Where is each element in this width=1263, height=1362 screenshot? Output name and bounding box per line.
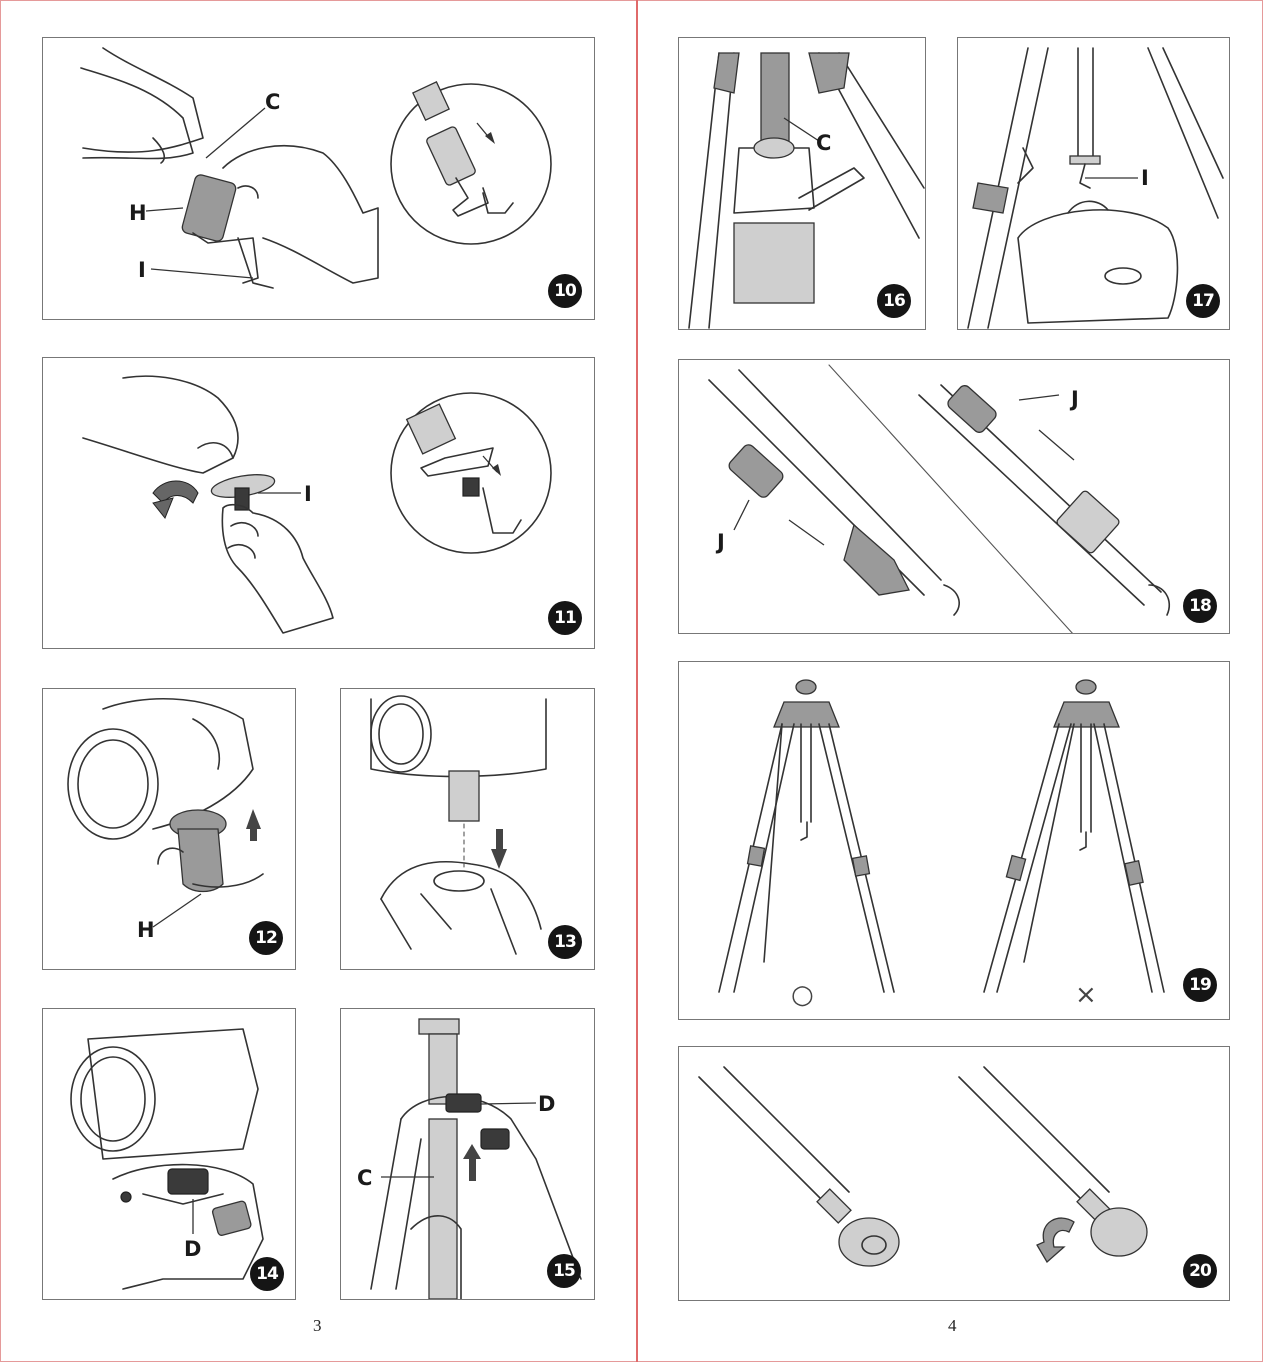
- step-11-badge: 11: [548, 601, 582, 635]
- step-19-panel: ○ × 19: [678, 661, 1230, 1020]
- step-14-badge: 14: [250, 1257, 284, 1291]
- step-20-illustration: [679, 1047, 1230, 1301]
- step-19-badge: 19: [1183, 968, 1217, 1002]
- label-j: J: [1071, 387, 1079, 411]
- step-16-panel: C 16: [678, 37, 926, 330]
- label-d: D: [538, 1092, 555, 1116]
- step-10-panel: C H I 10: [42, 37, 595, 320]
- step-14-illustration: [43, 1009, 296, 1300]
- label-c: C: [357, 1166, 372, 1190]
- label-i: I: [138, 258, 146, 282]
- step-20-panel: 20: [678, 1046, 1230, 1301]
- label-j: J: [717, 530, 725, 554]
- step-10-illustration: [43, 38, 595, 320]
- page-number-left: 3: [313, 1316, 322, 1336]
- step-14-panel: D 14: [42, 1008, 296, 1300]
- step-19-illustration: [679, 662, 1230, 1020]
- label-i: I: [1141, 166, 1149, 190]
- label-h: H: [137, 918, 155, 942]
- page-number-right: 4: [948, 1316, 957, 1336]
- step-16-badge: 16: [877, 284, 911, 318]
- step-17-badge: 17: [1186, 284, 1220, 318]
- step-11-panel: I 11: [42, 357, 595, 649]
- step-12-panel: H 12: [42, 688, 296, 970]
- step-13-panel: 13: [340, 688, 595, 970]
- incorrect-mark: ×: [1075, 980, 1097, 1010]
- step-15-panel: D C 15: [340, 1008, 595, 1300]
- step-11-illustration: [43, 358, 595, 649]
- step-13-badge: 13: [548, 925, 582, 959]
- label-d: D: [184, 1237, 201, 1261]
- step-18-badge: 18: [1183, 589, 1217, 623]
- step-20-badge: 20: [1183, 1254, 1217, 1288]
- label-c: C: [816, 131, 831, 155]
- step-12-badge: 12: [249, 921, 283, 955]
- step-15-badge: 15: [547, 1254, 581, 1288]
- step-10-badge: 10: [548, 274, 582, 308]
- label-i: I: [304, 482, 312, 506]
- page-spine: [636, 0, 638, 1362]
- label-h: H: [129, 201, 147, 225]
- correct-mark: ○: [791, 980, 814, 1010]
- step-17-panel: I 17: [957, 37, 1230, 330]
- step-18-illustration: [679, 360, 1230, 634]
- step-18-panel: J J 18: [678, 359, 1230, 634]
- step-17-illustration: [958, 38, 1230, 330]
- label-c: C: [265, 90, 280, 114]
